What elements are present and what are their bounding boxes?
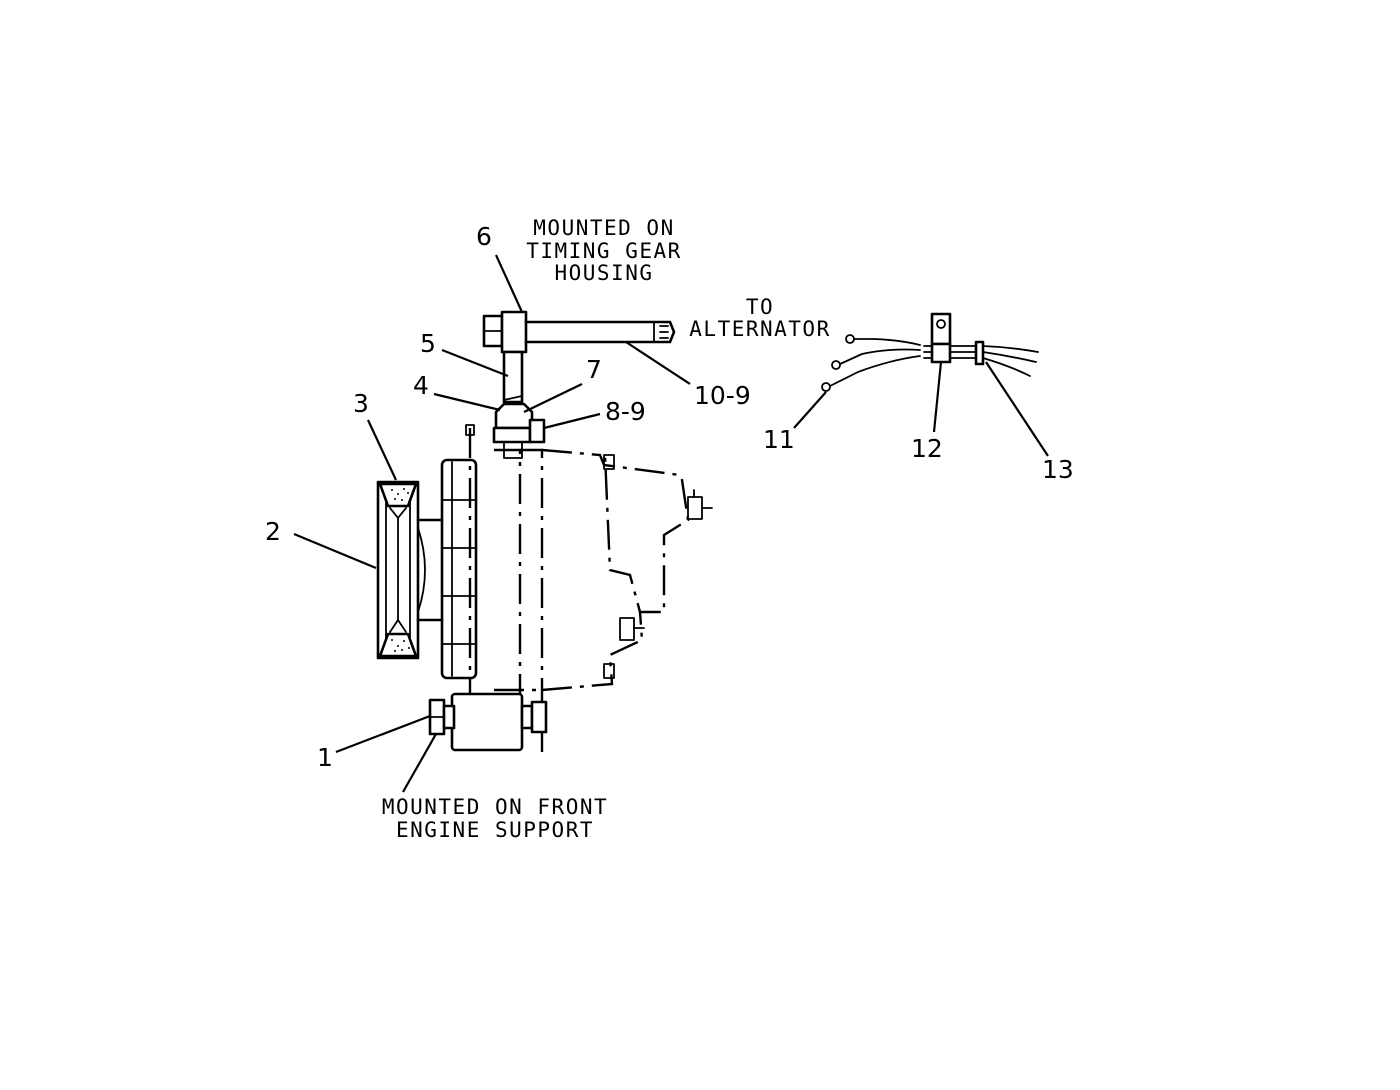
callout-12: 12 [911,434,943,463]
callout-8-9: 8-9 [605,397,646,426]
callout-labels: 1 2 3 4 5 6 7 8-9 10-9 11 12 13 [265,222,1074,772]
leader-lines [293,254,1049,793]
pulley [376,480,444,660]
callout-10-9: 10-9 [694,381,751,410]
callout-2: 2 [265,517,281,546]
callout-11: 11 [763,425,795,454]
note-timing-gear-line-1: MOUNTED ON [533,216,674,240]
note-to-alternator-line-1: TO [746,295,774,319]
alternator-body [465,424,713,752]
note-to-alternator-line-2: ALTERNATOR [689,317,830,341]
note-timing-gear-line-3: HOUSING [554,261,653,285]
notes: MOUNTED ON TIMING GEAR HOUSING TO ALTERN… [382,216,830,842]
callout-7: 7 [586,355,602,384]
callout-5: 5 [420,329,436,358]
note-timing-gear-line-2: TIMING GEAR [526,239,682,263]
callout-3: 3 [353,389,369,418]
note-front-support-line-2: ENGINE SUPPORT [396,818,594,842]
callout-13: 13 [1042,455,1074,484]
note-front-support-line-1: MOUNTED ON FRONT [382,795,608,819]
callout-6: 6 [476,222,492,251]
callout-1: 1 [317,743,333,772]
callout-4: 4 [413,371,429,400]
adjusting-bracket [482,310,676,459]
wiring-harness [821,312,1039,392]
lower-mount-bolt [428,692,548,752]
